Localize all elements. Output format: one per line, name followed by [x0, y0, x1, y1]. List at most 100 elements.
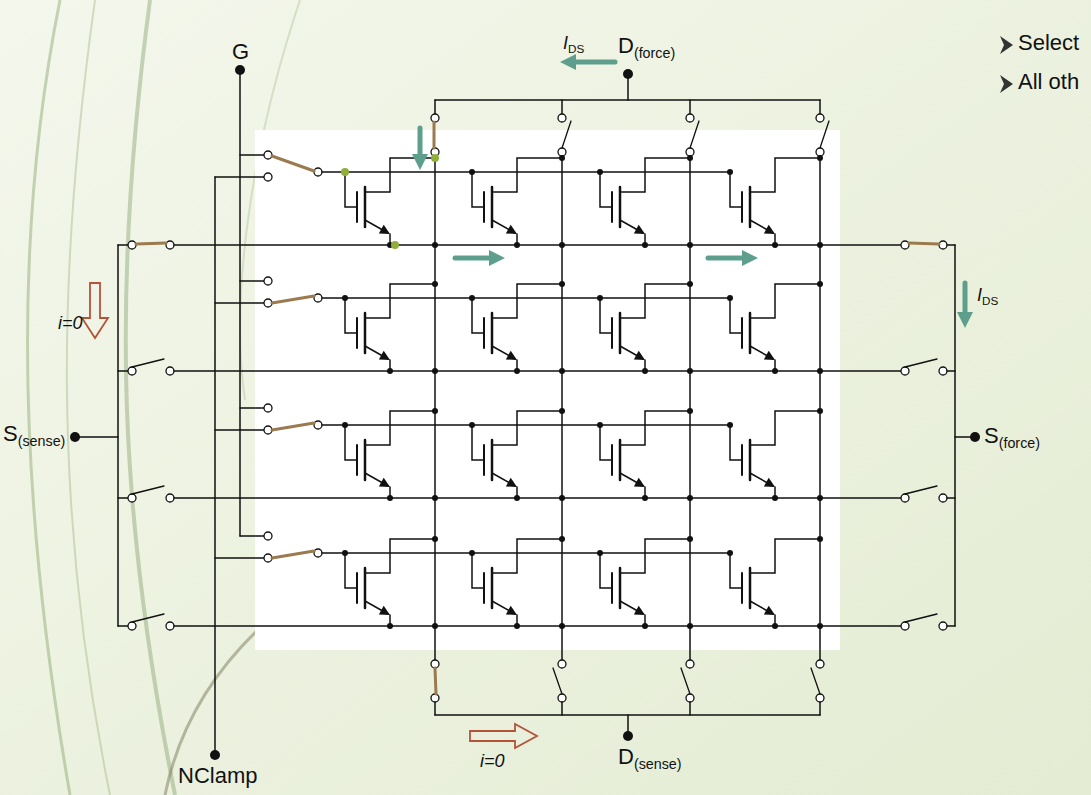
- wire: [215, 429, 264, 431]
- terminal-lead: [75, 436, 118, 438]
- gate-lead: [730, 553, 742, 588]
- junction-dot: [772, 495, 778, 501]
- source-row-line: [174, 497, 901, 499]
- drain-switch-blade: [820, 121, 829, 148]
- wire: [689, 702, 691, 715]
- wire: [689, 100, 691, 114]
- junction-dot: [817, 408, 823, 414]
- junction-dot: [817, 368, 823, 374]
- junction-dot: [432, 408, 438, 414]
- drain-lead: [365, 158, 435, 192]
- junction-dot: [514, 368, 520, 374]
- gate-lead: [600, 425, 612, 460]
- label-text: i=0: [58, 313, 83, 333]
- switch-contact: [816, 114, 824, 122]
- gate-plate: [741, 445, 743, 475]
- switch-contact: [939, 494, 947, 502]
- drain-lead: [492, 158, 562, 192]
- junction-dot: [817, 281, 823, 287]
- array-ground: [255, 130, 840, 650]
- switch-contact: [901, 494, 909, 502]
- drain-switch-blade: [435, 668, 436, 694]
- junction-dot: [559, 368, 565, 374]
- junction-dot: [559, 623, 565, 629]
- source-switch-blade: [905, 614, 937, 622]
- gate-plate: [611, 445, 613, 475]
- switch-contact: [166, 367, 174, 375]
- drain-switch-blade: [433, 122, 436, 148]
- junction-dot: [817, 536, 823, 542]
- wire: [819, 100, 821, 114]
- signal-label: i=0: [58, 314, 83, 334]
- highlight-dot: [391, 241, 399, 249]
- drain-lead: [492, 539, 562, 573]
- switch-contact: [128, 622, 136, 630]
- gate-plate: [741, 573, 743, 603]
- wire: [215, 557, 264, 559]
- signal-label: S(force): [984, 424, 1040, 452]
- junction-dot: [687, 368, 693, 374]
- label-subscript: (sense): [18, 433, 66, 449]
- label-subscript: (force): [999, 435, 1040, 451]
- terminal-dot: [970, 432, 980, 442]
- current-arrow: [572, 60, 615, 65]
- terminal-dot: [623, 731, 633, 741]
- wire: [947, 244, 955, 246]
- gate-lead: [730, 298, 742, 333]
- signal-label: i=0: [480, 752, 505, 772]
- gate-lead: [472, 298, 484, 333]
- source-arrowhead: [506, 606, 517, 615]
- wire: [434, 702, 436, 715]
- current-arrowhead: [560, 54, 576, 70]
- label-subscript: DS: [568, 42, 584, 55]
- terminal-dot: [210, 750, 220, 760]
- current-arrow: [963, 283, 968, 316]
- junction-dot: [687, 281, 693, 287]
- source-arrowhead: [764, 606, 775, 615]
- current-arrowhead: [742, 250, 758, 266]
- drain-switch-blade: [690, 121, 699, 148]
- wire: [240, 535, 264, 537]
- current-arrowhead: [412, 154, 428, 170]
- junction-dot: [772, 368, 778, 374]
- label-text: I: [563, 33, 568, 53]
- source-arrowhead: [764, 351, 775, 360]
- gate-lead: [472, 553, 484, 588]
- drain-lead: [365, 284, 435, 318]
- switch-contact: [431, 694, 439, 702]
- current-arrow: [418, 128, 423, 158]
- label-subscript: (sense): [634, 756, 682, 772]
- label-text: D: [618, 744, 634, 769]
- switch-contact: [686, 694, 694, 702]
- switch-contact: [686, 660, 694, 668]
- gate-row-line: [322, 424, 730, 426]
- signal-label: IDS: [977, 286, 998, 308]
- gate-lead: [730, 425, 742, 460]
- switch-contact: [558, 660, 566, 668]
- switch-contact: [264, 532, 272, 540]
- current-arrowhead: [489, 250, 505, 266]
- source-switch-blade: [132, 614, 164, 622]
- switch-contact: [939, 622, 947, 630]
- nclamp-line: [214, 177, 216, 755]
- wire: [947, 625, 955, 627]
- switch-contact: [128, 367, 136, 375]
- switch-contact: [939, 367, 947, 375]
- gate-plate: [483, 445, 485, 475]
- gate-lead: [345, 298, 357, 333]
- signal-label: D(sense): [618, 745, 682, 773]
- junction-dot: [432, 281, 438, 287]
- junction-dot: [817, 155, 823, 161]
- drain-switch-blade: [553, 668, 562, 694]
- drain-lead: [750, 284, 820, 318]
- source-arrowhead: [506, 225, 517, 234]
- gate-lead: [345, 553, 357, 588]
- gate-row-line: [322, 552, 730, 554]
- gate-lead: [472, 172, 484, 207]
- current-arrow: [455, 256, 493, 261]
- gate-plate: [356, 318, 358, 348]
- switch-contact: [558, 694, 566, 702]
- junction-dot: [432, 623, 438, 629]
- source-switch-blade: [905, 486, 937, 494]
- switch-contact: [431, 114, 439, 122]
